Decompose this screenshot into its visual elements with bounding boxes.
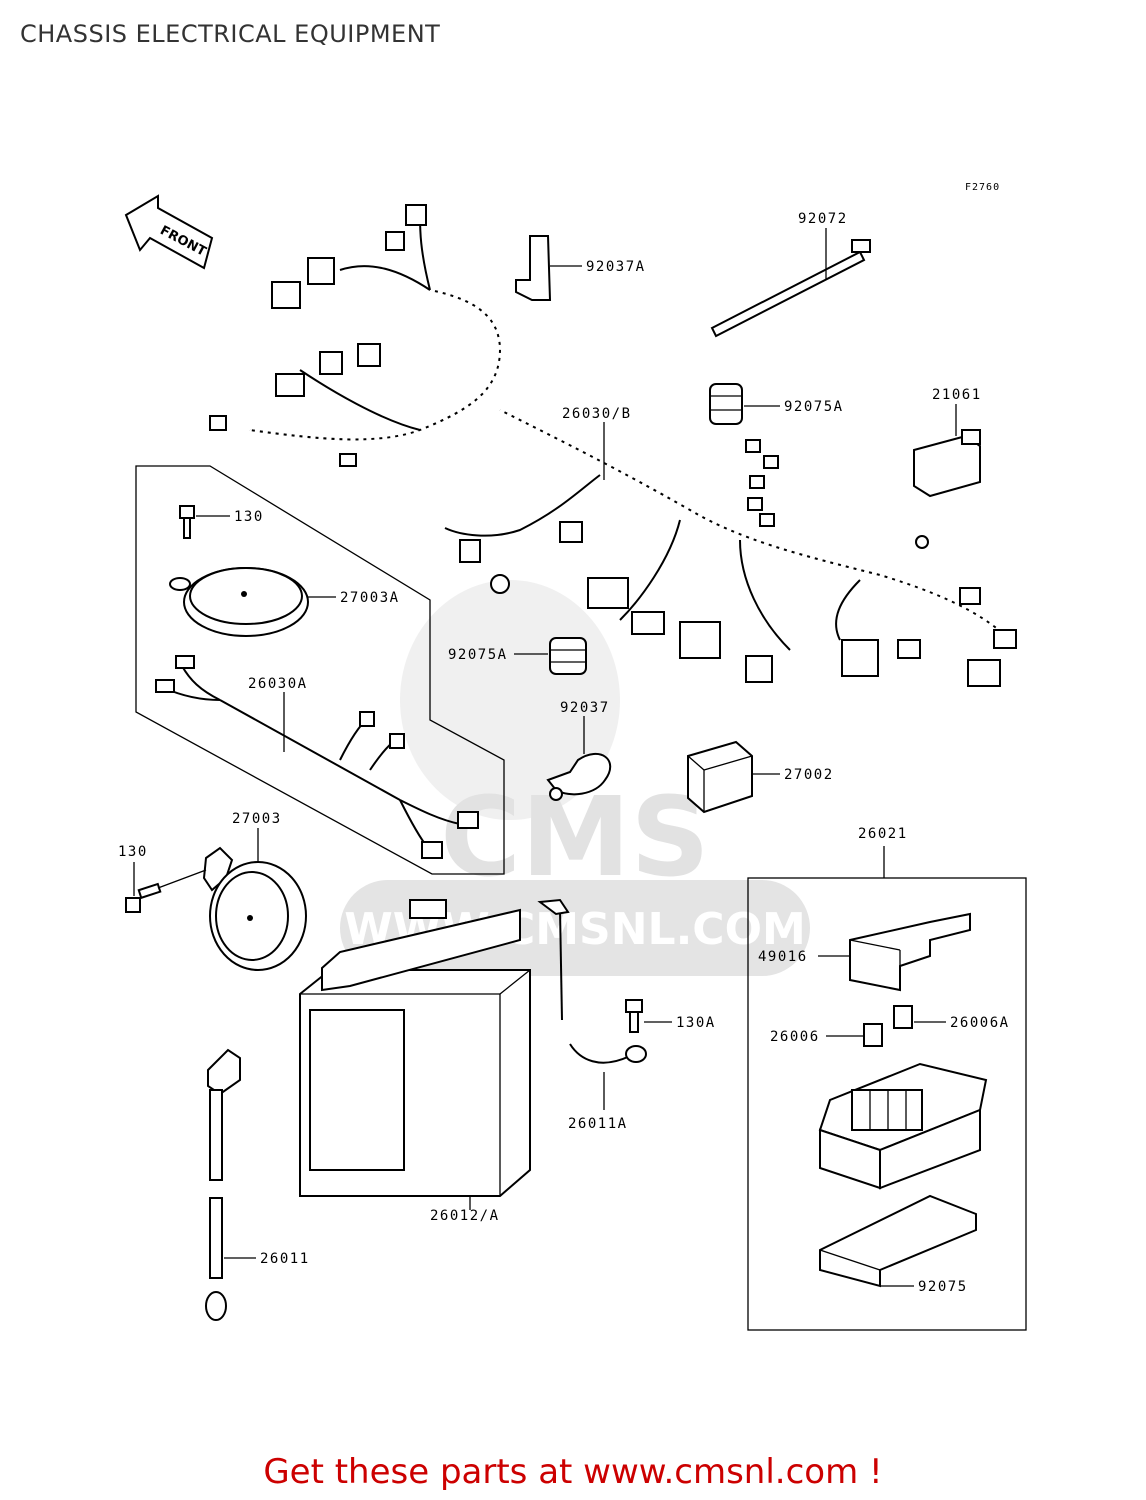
label-21061: 21061 — [932, 387, 982, 403]
bolt-130-top — [179, 505, 195, 539]
fuse-26006 — [863, 1023, 883, 1047]
parts-diagram: CMS WWW.CMSNL.COM F2760 FRONT — [118, 182, 1027, 1331]
fuse-bottom-92075 — [819, 1194, 977, 1288]
cable-tie-92072 — [710, 239, 871, 338]
clamp-92037 — [546, 753, 612, 801]
cable-26011A — [537, 898, 647, 1064]
label-49016: 49016 — [758, 949, 808, 965]
main-wiring-harness — [209, 204, 1017, 687]
label-92072: 92072 — [798, 211, 848, 227]
label-26006: 26006 — [770, 1029, 820, 1045]
label-26006A: 26006A — [950, 1015, 1010, 1031]
label-130-left: 130 — [118, 844, 148, 860]
page-title: CHASSIS ELECTRICAL EQUIPMENT — [20, 20, 441, 48]
horn-27003A — [169, 567, 309, 637]
label-26012A: 26012/A — [430, 1208, 500, 1224]
relay-21061 — [913, 429, 981, 498]
label-130A: 130A — [676, 1015, 716, 1031]
bolt-130-left — [125, 882, 162, 913]
label-26030A: 26030A — [248, 676, 308, 692]
fuse-box-body — [818, 1062, 988, 1190]
grommet-92075A-top — [709, 383, 743, 425]
bracket-92037A — [515, 235, 552, 301]
bolt-130A — [625, 999, 643, 1033]
label-92037: 92037 — [560, 700, 610, 716]
label-27003A: 27003A — [340, 590, 400, 606]
front-arrow-icon: FRONT — [124, 194, 214, 270]
cable-26011 — [205, 1048, 241, 1321]
label-92075: 92075 — [918, 1279, 968, 1295]
label-26011A: 26011A — [568, 1116, 628, 1132]
relay-27002 — [687, 740, 753, 814]
label-27002: 27002 — [784, 767, 834, 783]
fuse-cover-49016 — [849, 912, 971, 992]
inset-box-horn — [135, 465, 505, 875]
label-26021: 26021 — [858, 826, 908, 842]
label-92075A-mid: 92075A — [448, 647, 508, 663]
inset-box-fuse — [747, 877, 1027, 1331]
figure-code: F2760 — [965, 182, 1000, 193]
horn-27003 — [202, 846, 307, 971]
footer-link-text[interactable]: Get these parts at www.cmsnl.com ! — [263, 1452, 883, 1492]
label-26030B: 26030/B — [562, 406, 632, 422]
label-26011: 26011 — [260, 1251, 310, 1267]
label-27003: 27003 — [232, 811, 282, 827]
label-92075A-top: 92075A — [784, 399, 844, 415]
grommet-92075A-mid — [549, 637, 587, 675]
battery-26012A — [299, 899, 531, 1197]
fuse-26006A — [893, 1005, 913, 1029]
sub-harness-26030A — [155, 655, 479, 859]
label-92037A: 92037A — [586, 259, 646, 275]
label-130-top: 130 — [234, 509, 264, 525]
